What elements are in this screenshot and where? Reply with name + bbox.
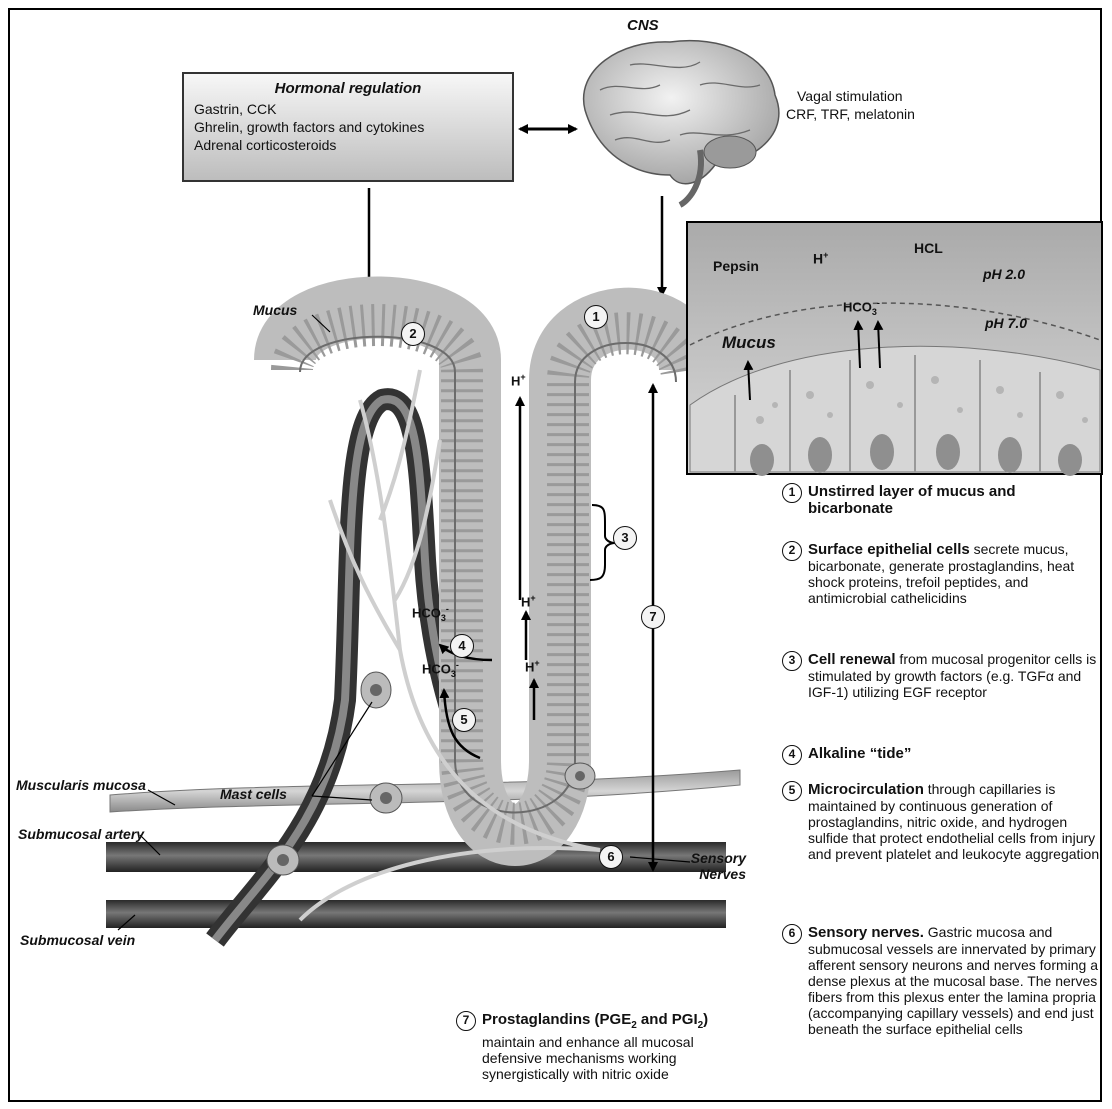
legend-number-2: 2 bbox=[782, 541, 802, 561]
hplus-label-mid: H+ bbox=[521, 593, 536, 609]
legend-number-3: 3 bbox=[782, 651, 802, 671]
cell-renewal-bracket bbox=[590, 505, 615, 580]
vagal-line-1: Vagal stimulation bbox=[797, 88, 903, 104]
submucosal-vein bbox=[106, 900, 726, 928]
legend-item-7: 7 Prostaglandins (PGE2 and PGI2) maintai… bbox=[456, 1011, 756, 1082]
legend-item-5: 5 Microcirculation through capillaries i… bbox=[782, 781, 1102, 862]
sensory-label: SensoryNerves bbox=[690, 850, 746, 882]
legend-item-6: 6 Sensory nerves. Gastric mucosa and sub… bbox=[782, 924, 1102, 1037]
bicarbonate-label-upper: HCO3- bbox=[412, 604, 449, 623]
brain-illustration bbox=[584, 41, 779, 205]
inset-hco3: HCO3- bbox=[843, 298, 880, 317]
prostaglandins-text: maintain and enhance all mucosal defensi… bbox=[482, 1034, 694, 1082]
hplus-label-low: H+ bbox=[525, 658, 540, 674]
hormonal-line-3: Adrenal corticosteroids bbox=[194, 136, 502, 154]
inset-pepsin: Pepsin bbox=[713, 258, 759, 274]
marker-1: 1 bbox=[584, 305, 608, 329]
marker-6: 6 bbox=[599, 845, 623, 869]
legend-head-1: Unstirred layer of mucus and bicarbonate bbox=[808, 483, 1016, 517]
legend-number-5: 5 bbox=[782, 781, 802, 801]
legend-head-2: Surface epithelial cells bbox=[808, 541, 970, 558]
legend-item-4: 4 Alkaline “tide” bbox=[782, 745, 1102, 762]
legend-number-4: 4 bbox=[782, 745, 802, 765]
legend-number-6: 6 bbox=[782, 924, 802, 944]
hplus-label-top: H+ bbox=[511, 372, 526, 388]
legend-head-4: Alkaline “tide” bbox=[808, 745, 911, 762]
hormonal-regulation-box: Hormonal regulation Gastrin, CCK Ghrelin… bbox=[182, 72, 514, 182]
vein-label: Submucosal vein bbox=[20, 932, 135, 948]
marker-3: 3 bbox=[613, 526, 637, 550]
hormonal-title: Hormonal regulation bbox=[194, 80, 502, 97]
legend-text-6: Gastric mucosa and submucosal vessels ar… bbox=[808, 924, 1098, 1037]
inset-hcl: HCL bbox=[914, 240, 943, 256]
legend-item-2: 2 Surface epithelial cells secrete mucus… bbox=[782, 541, 1102, 606]
vagal-line-2: CRF, TRF, melatonin bbox=[786, 106, 915, 122]
legend-item-1: 1 Unstirred layer of mucus and bicarbona… bbox=[782, 483, 1102, 517]
legend-head-5: Microcirculation bbox=[808, 781, 924, 798]
mast-cells-label: Mast cells bbox=[220, 786, 287, 802]
legend-head-6: Sensory nerves. bbox=[808, 924, 924, 941]
legend-number-1: 1 bbox=[782, 483, 802, 503]
bicarbonate-label-lower: HCO3- bbox=[422, 660, 459, 679]
mucus-label: Mucus bbox=[253, 302, 297, 318]
marker-2: 2 bbox=[401, 322, 425, 346]
muscularis-label: Muscularis mucosa bbox=[16, 777, 146, 793]
cns-title: CNS bbox=[627, 17, 659, 34]
hormonal-line-1: Gastrin, CCK bbox=[194, 100, 502, 118]
inset-hplus: H+ bbox=[813, 250, 828, 267]
marker-4: 4 bbox=[450, 634, 474, 658]
legend-item-3: 3 Cell renewal from mucosal progenitor c… bbox=[782, 651, 1102, 700]
legend-head-3: Cell renewal bbox=[808, 651, 896, 668]
inset-ph-2: pH 2.0 bbox=[983, 266, 1025, 282]
legend-number-7: 7 bbox=[456, 1011, 476, 1031]
hormonal-line-2: Ghrelin, growth factors and cytokines bbox=[194, 118, 502, 136]
marker-7: 7 bbox=[641, 605, 665, 629]
artery-label: Submucosal artery bbox=[18, 826, 144, 842]
muscularis-band bbox=[110, 770, 740, 812]
inset-mucus: Mucus bbox=[722, 333, 776, 353]
inset-ph-7: pH 7.0 bbox=[985, 315, 1027, 331]
prostaglandins-head: Prostaglandins (PGE2 and PGI2) bbox=[482, 1011, 708, 1028]
marker-5: 5 bbox=[452, 708, 476, 732]
